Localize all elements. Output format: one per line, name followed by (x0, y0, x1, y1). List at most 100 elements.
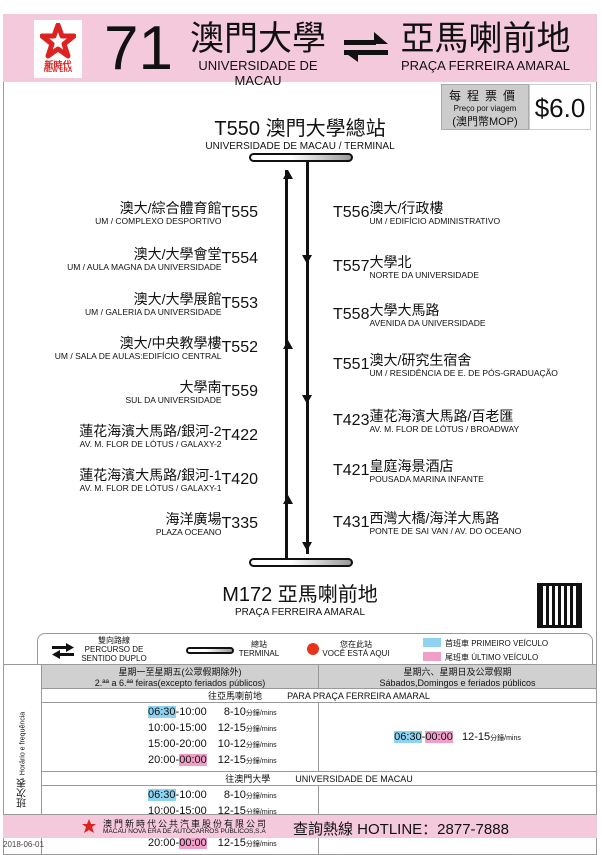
stop-code: T423 (333, 412, 370, 429)
stop-code: T557 (333, 258, 370, 275)
legend-first-bus: 首班車 PRIMEIRO VEÍCULO (445, 639, 549, 648)
stop-name-cn: 澳大/綜合體育館 (119, 200, 222, 216)
stop-code: T553 (221, 295, 258, 312)
schedule-row: 06:30-10:00 8-10分鐘/mins (148, 789, 277, 801)
weekend-pt: Sábados,Domingos e feriados públicos (379, 678, 536, 688)
logo-text-en: NEW ERA (43, 68, 73, 74)
terminal-bar-bottom (249, 558, 353, 567)
route-line-inbound (285, 170, 288, 562)
stop-name-en: AVENIDA DA UNIVERSIDADE (369, 318, 486, 328)
schedule-row: 06:30-10:00 8-10分鐘/mins (148, 706, 277, 718)
stop-name-en: PONTE DE SAI VAN / AV. DO OCEANO (369, 526, 522, 536)
hotline: 查詢熱線 HOTLINE：2877-7888 (293, 821, 509, 838)
arrow-up-icon (283, 495, 293, 504)
stop-code: T554 (221, 250, 258, 267)
dir1-cn: 往亞馬喇前地 (208, 691, 263, 701)
stop-code: T420 (221, 471, 258, 488)
qr-code (537, 583, 582, 628)
company-name-pt: MACAU NOVA ERA DE AUTOCARROS PUBLICOS,S.… (103, 828, 266, 835)
stop-code: T431 (333, 514, 370, 531)
stop-code: T559 (221, 383, 258, 400)
fare-label: 每程票價 Preço por viagem (澳門幣MOP) (441, 84, 529, 130)
stop-code: T555 (221, 204, 258, 221)
legend-two-way-cn: 雙向路線 (98, 636, 130, 645)
stop-name-cn: 澳大/中央教學樓 (119, 335, 222, 351)
stop-name-en: SUL DA UNIVERSIDADE (125, 395, 222, 405)
stop-name-cn: 蓮花海濱大馬路/銀河-2 (79, 423, 222, 439)
origin-cn: 澳門大學 (190, 20, 326, 58)
stop-code: T551 (333, 356, 370, 373)
stop-name-cn: 西灣大橋/海洋大馬路 (369, 510, 500, 526)
dir1-pt: PARA PRAÇA FERREIRA AMARAL (287, 691, 430, 701)
legend-terminal-pt: TERMINAL (238, 649, 280, 658)
stop-name-en: NORTE DA UNIVERSIDADE (369, 270, 479, 280)
weekday-header: 星期一至星期五(公眾假期除外)2.ªª a 6.ªª feiras(except… (41, 664, 319, 689)
weekday-cn: 星期一至星期五(公眾假期除外) (118, 667, 242, 677)
stop-name-en: UM / COMPLEXO DESPORTIVO (95, 216, 222, 226)
start-terminal: T550 澳門大學總站 UNIVERSIDADE DE MACAU / TERM… (100, 112, 500, 152)
stop-code: T558 (333, 306, 370, 323)
footer-logo-icon (82, 819, 96, 833)
start-terminal-en: UNIVERSIDADE DE MACAU / TERMINAL (205, 141, 395, 152)
stop-code: T421 (333, 462, 370, 479)
stop-name-cn: 大學北 (369, 254, 412, 270)
stop-name-cn: 皇庭海景酒店 (369, 458, 454, 474)
arrow-up-icon (283, 340, 293, 349)
schedule-row: 10:00-15:00 12-15分鐘/mins (148, 722, 277, 734)
end-terminal-cn: M172 亞馬喇前地 (222, 584, 378, 606)
fare-label-pt: Preço por viagem (453, 104, 517, 113)
stop-name-en: UM / AULA MAGNA DA UNIVERSIDADE (67, 262, 222, 272)
stop-name-en: UM / SALA DE AULAS:EDIFÍCIO CENTRAL (54, 351, 222, 361)
company-logo: 新時代 NEW ERA (34, 20, 82, 78)
first-bus-swatch (423, 638, 441, 647)
stop-code: T556 (333, 204, 370, 221)
legend-here-pt: VOCÊ ESTÁ AQUI (322, 649, 390, 658)
stop-name-cn: 澳大/行政樓 (369, 200, 444, 216)
terminal-legend-icon (186, 647, 234, 654)
stop-name-cn: 海洋廣場 (165, 511, 222, 527)
start-terminal-cn: T550 澳門大學總站 (214, 118, 386, 140)
side-cn: 班次表 (17, 777, 28, 808)
fare-price: $6.0 (529, 84, 591, 130)
route-number: 71 (104, 14, 173, 83)
destination-cn: 亞馬喇前地 (400, 20, 571, 58)
stop-name-cn: 澳大/大學展館 (133, 291, 222, 307)
weekend-times: 06:30-00:00 12-15 (394, 731, 491, 743)
footer: 澳門新時代公共汽車股份有限公司 MACAU NOVA ERA DE AUTOCA… (3, 814, 597, 838)
stop-name-en: UM / EDIFÍCIO ADMINISTRATIVO (369, 216, 501, 226)
stop-name-cn: 大學大馬路 (369, 302, 440, 318)
stop-code: T552 (221, 339, 258, 356)
stop-name-en: AV. M. FLOR DE LÓTUS / GALAXY-2 (79, 439, 222, 449)
dir2-pt: UNIVERSIDADE DE MACAU (295, 774, 413, 784)
schedule-row: 20:00-00:00 12-15分鐘/mins (148, 837, 277, 849)
weekday-schedule-dir1: 06:30-10:00 8-10分鐘/mins 10:00-15:00 12-15… (41, 702, 319, 772)
stop-name-en: PLAZA OCEANO (155, 527, 222, 537)
fare-label-cn: 每程票價 (448, 89, 521, 103)
last-bus-swatch (423, 652, 441, 661)
arrow-down-icon (302, 395, 312, 404)
logo-text: 新時代 (44, 60, 72, 70)
end-terminal-en: PRAÇA FERREIRA AMARAL (234, 607, 366, 618)
legend-terminal-cn: 總站 (251, 640, 267, 649)
dir2-cn: 往澳門大學 (225, 774, 271, 784)
direction-2: 往澳門大學 UNIVERSIDADE DE MACAU (41, 771, 597, 786)
origin-en: UNIVERSIDADE DE MACAU (198, 58, 318, 88)
stop-name-cn: 澳大/研究生宿舍 (369, 352, 472, 368)
